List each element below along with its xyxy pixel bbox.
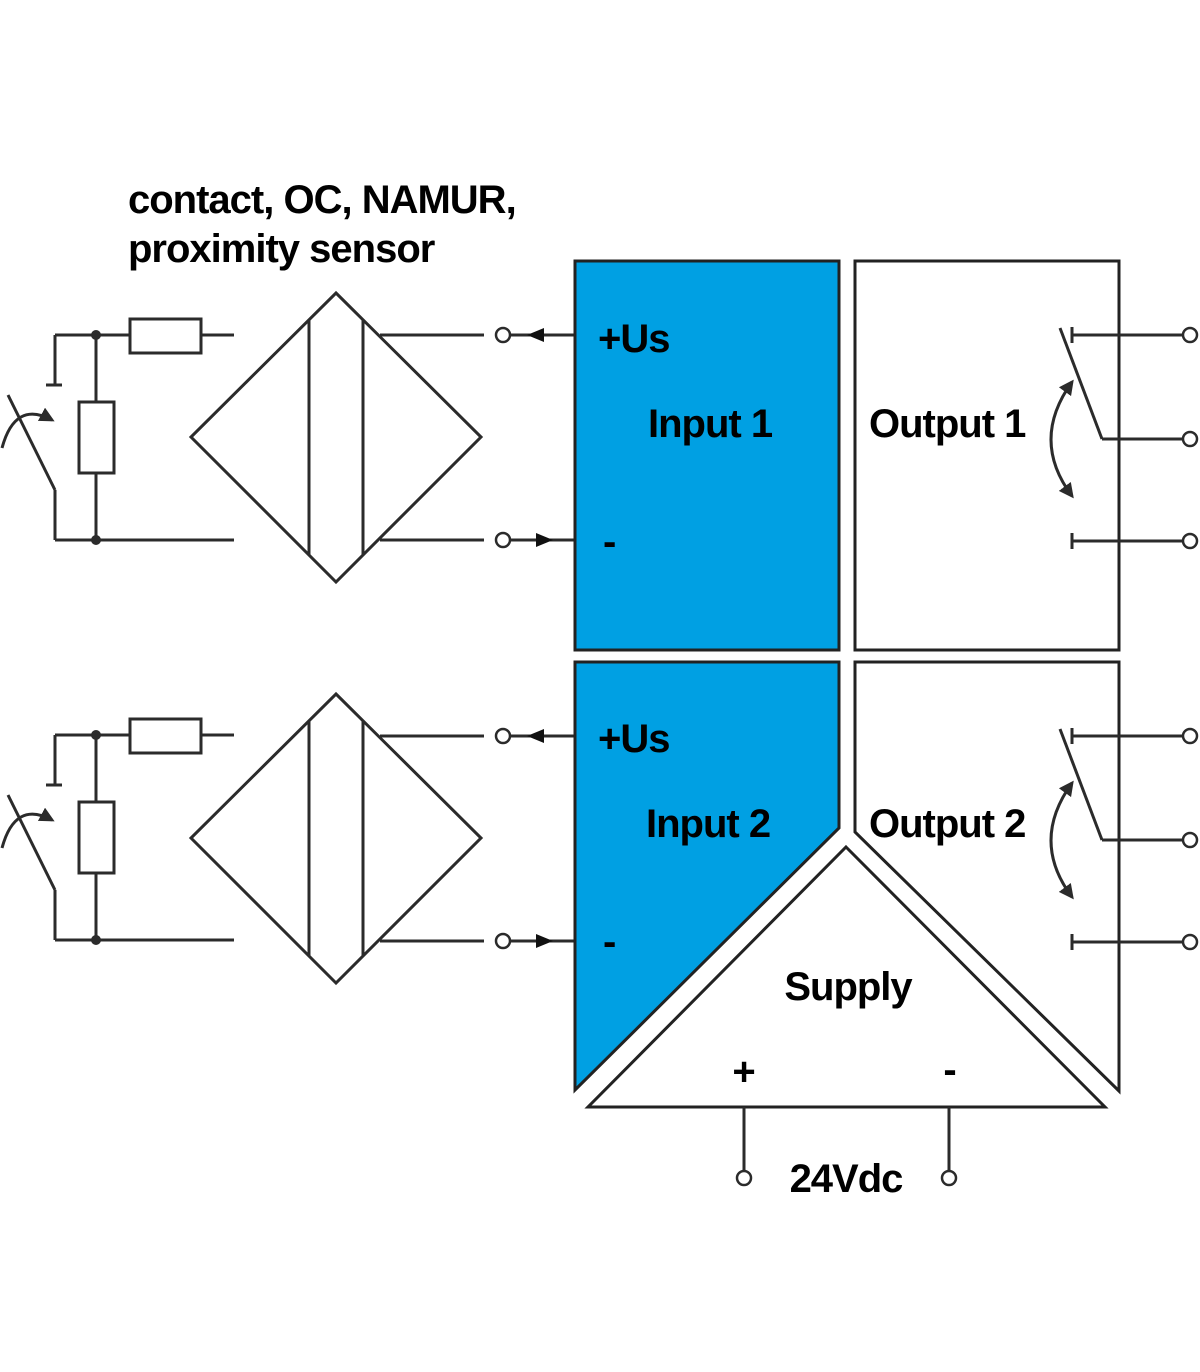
input-2-plus-terminal[interactable] [494,727,575,745]
input-2-plus-label: +Us [598,717,670,761]
supply-minus-terminal[interactable] [940,1107,958,1187]
supply-minus-label: - [943,1048,956,1092]
sensor-circuit-2-icon [0,717,234,945]
output-1-label: Output 1 [869,402,1026,446]
sensor-circuit-1-icon [0,317,234,545]
relay-contact-2-icon [1049,728,1183,950]
output-2-terminal-com[interactable] [1181,831,1199,849]
input-2-label: Input 2 [646,802,770,846]
output-2-terminal-nc[interactable] [1181,727,1199,745]
input-2-block [573,660,841,1094]
supply-voltage-label: 24Vdc [790,1157,904,1201]
supply-plus-terminal[interactable] [735,1107,753,1187]
input-2-minus-terminal[interactable] [494,932,575,950]
output-2-block [853,660,1121,1095]
output-2-label: Output 2 [869,802,1025,846]
title-line-2: proximity sensor [128,227,435,271]
title-line-1: contact, OC, NAMUR, [128,178,516,222]
output-2-terminal-no[interactable] [1181,933,1199,951]
input-2-minus-label: - [603,920,616,964]
input-1-plus-terminal[interactable] [494,326,575,344]
input-1-minus-terminal[interactable] [494,531,575,549]
proximity-sensor-1-icon [188,290,484,585]
input-1-minus-label: - [603,520,616,564]
supply-plus-label: + [732,1050,755,1094]
relay-contact-1-icon [1049,327,1183,549]
supply-label: Supply [784,965,913,1009]
output-1-terminal-no[interactable] [1181,532,1199,550]
supply-block [584,844,1109,1109]
input-1-plus-label: +Us [598,317,670,361]
output-1-terminal-nc[interactable] [1181,326,1199,344]
output-1-block [853,259,1121,652]
input-1-block [573,259,841,652]
proximity-sensor-2-icon [188,691,484,986]
output-1-terminal-com[interactable] [1181,430,1199,448]
input-1-label: Input 1 [648,402,773,446]
